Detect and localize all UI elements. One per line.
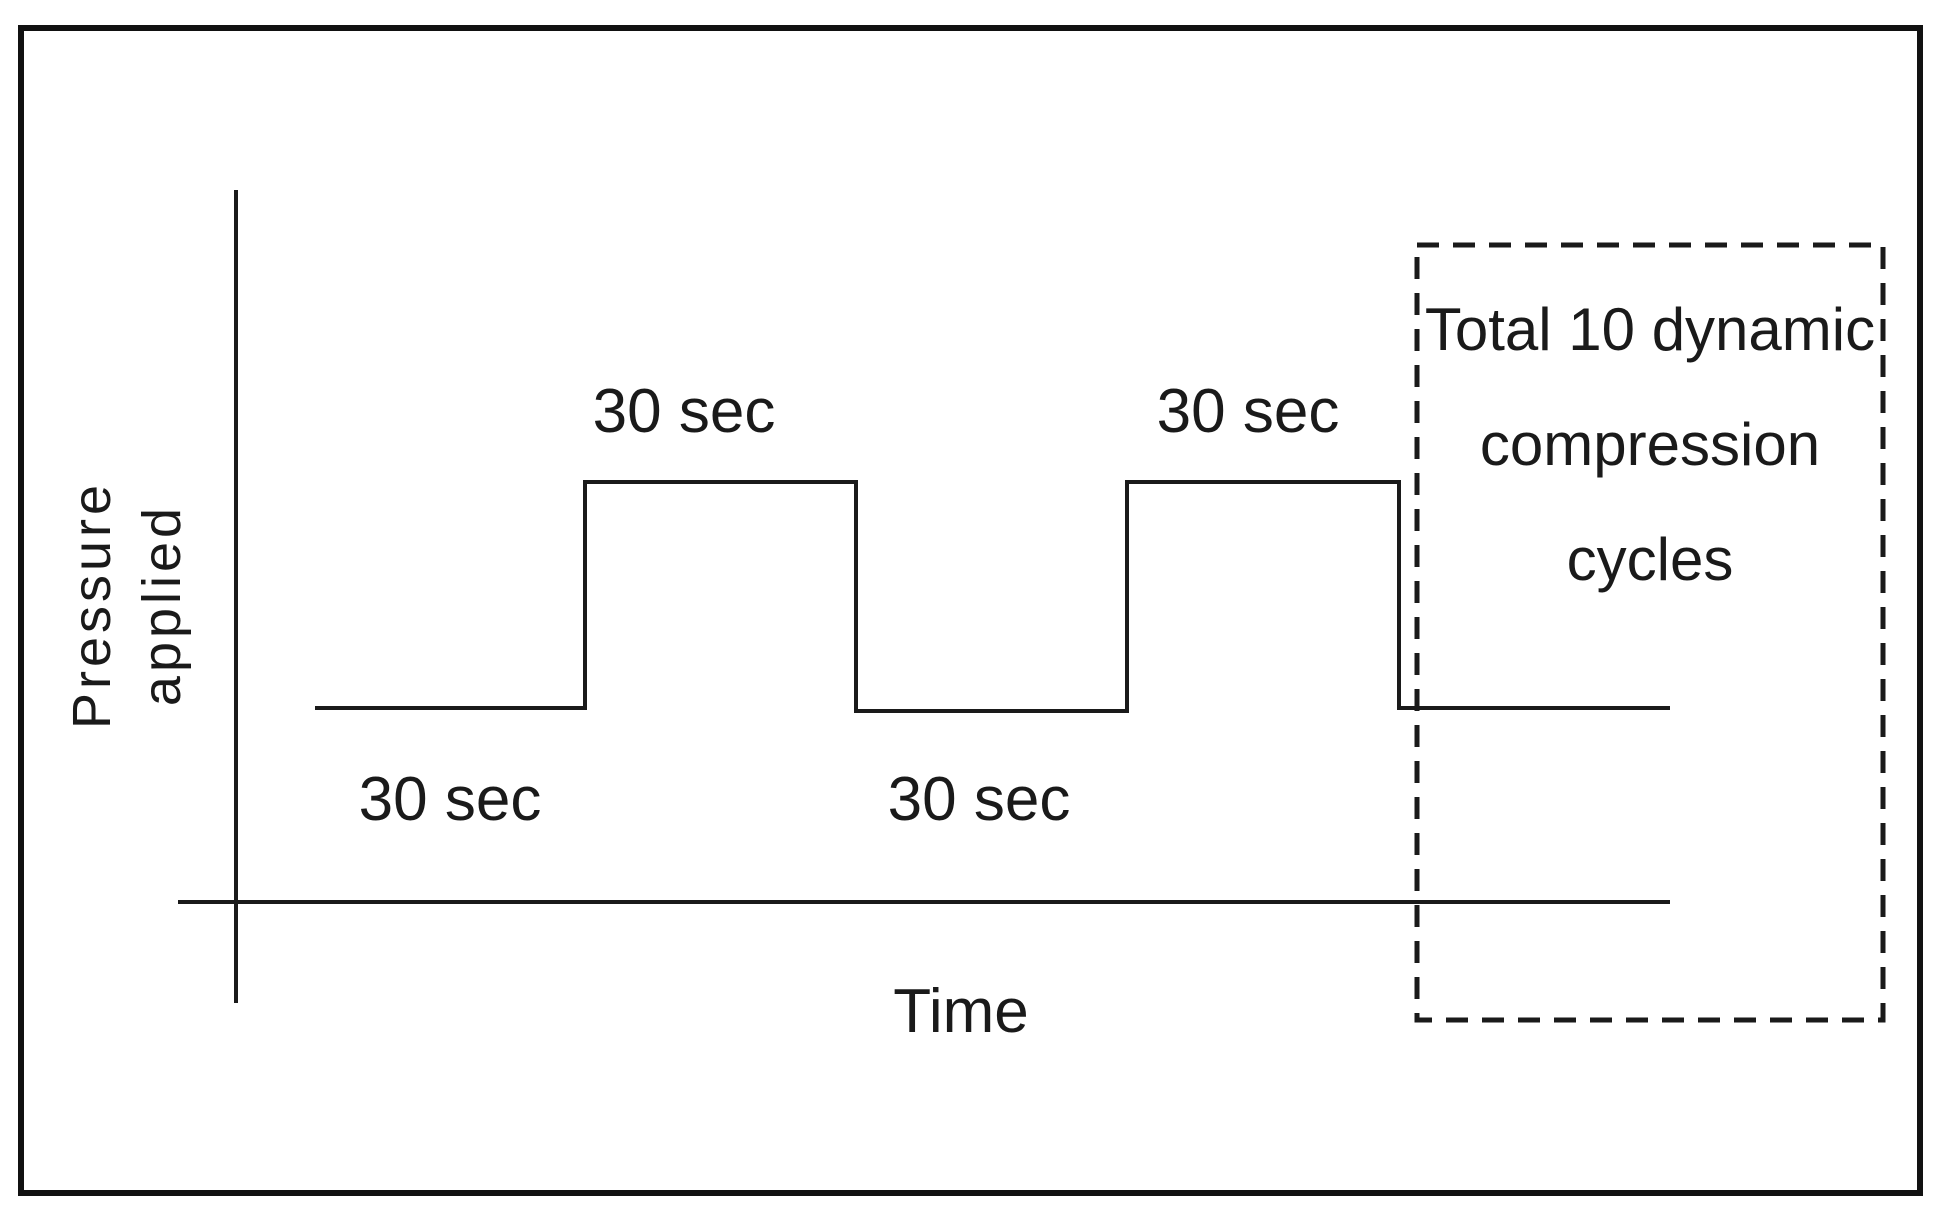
y-axis-label-line-2: applied bbox=[132, 504, 192, 706]
pressure-waveform bbox=[315, 480, 1670, 713]
outer-frame bbox=[18, 25, 1923, 1196]
phase-label-low-2: 30 sec bbox=[888, 765, 1071, 834]
cycles-callout-box bbox=[1414, 242, 1886, 1023]
callout-line-2: compression bbox=[1480, 411, 1820, 478]
phase-label-high-1: 30 sec bbox=[593, 377, 776, 446]
callout-line-3: cycles bbox=[1567, 526, 1734, 593]
x-axis-label: Time bbox=[893, 977, 1028, 1046]
phase-label-low-1: 30 sec bbox=[359, 765, 542, 834]
y-axis-label-line-1: Pressure bbox=[62, 481, 122, 729]
phase-label-high-2: 30 sec bbox=[1157, 377, 1340, 446]
callout-line-1: Total 10 dynamic bbox=[1425, 296, 1875, 363]
